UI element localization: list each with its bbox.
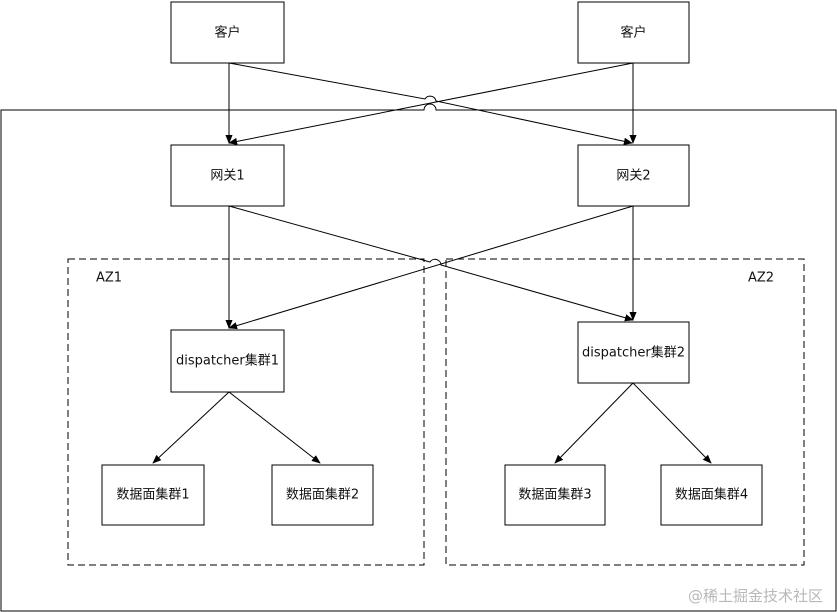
outer-frame (0, 103, 837, 612)
data-plane-2-label: 数据面集群2 (286, 487, 359, 503)
edge-gateway-2-to-dispatcher-1 (228, 205, 634, 330)
data-plane-1-label: 数据面集群1 (116, 487, 189, 503)
edge-dispatcher-1-to-data-plane-2 (228, 391, 321, 464)
az2-zone: AZ2 (445, 258, 805, 566)
edge-gateway-1-to-dispatcher-2 (228, 205, 634, 322)
gateway-2-label: 网关2 (616, 169, 650, 184)
az1-label: AZ1 (96, 271, 122, 286)
dispatcher-1-node: dispatcher集群1 (170, 329, 285, 393)
edge-client-left-to-gateway-2 (228, 62, 633, 145)
client-left-node: 客户 (170, 1, 285, 64)
edges (152, 62, 712, 464)
client-left-label: 客户 (214, 25, 240, 41)
edge-dispatcher-2-to-data-plane-3 (554, 382, 634, 464)
data-plane-4-node: 数据面集群4 (660, 464, 763, 526)
dispatcher-1-label: dispatcher集群1 (176, 353, 279, 369)
client-right-node: 客户 (577, 1, 690, 64)
dispatcher-2-label: dispatcher集群2 (582, 345, 685, 361)
edge-dispatcher-1-to-data-plane-1 (152, 391, 230, 464)
az2-label: AZ2 (748, 271, 774, 286)
gateway-2-node: 网关2 (577, 144, 690, 207)
data-plane-3-node: 数据面集群3 (504, 464, 606, 526)
client-right-label: 客户 (620, 25, 646, 41)
data-plane-2-node: 数据面集群2 (271, 464, 374, 526)
gateway-1-node: 网关1 (170, 144, 285, 207)
gateway-1-label: 网关1 (210, 169, 244, 184)
data-plane-4-label: 数据面集群4 (675, 487, 748, 503)
dispatcher-2-node: dispatcher集群2 (577, 321, 690, 384)
watermark: @稀土掘金技术社区 (687, 587, 823, 605)
data-plane-3-label: 数据面集群3 (518, 487, 591, 503)
data-plane-1-node: 数据面集群1 (101, 464, 205, 526)
az1-zone: AZ1 (67, 258, 425, 566)
edge-dispatcher-2-to-data-plane-4 (632, 382, 712, 464)
edge-client-right-to-gateway-1 (228, 62, 634, 145)
